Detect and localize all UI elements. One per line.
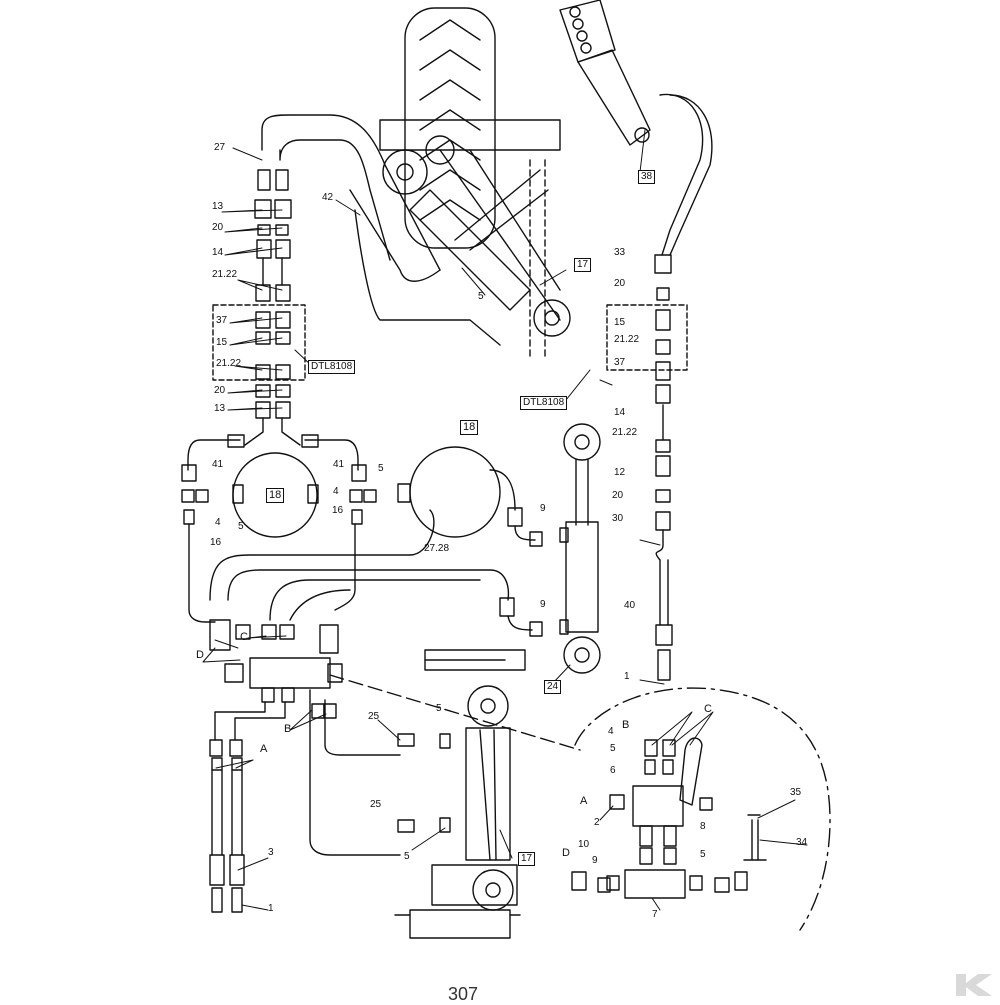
label-41-left: 41 bbox=[212, 459, 224, 470]
label-21-22-left-b: 21.22 bbox=[216, 358, 242, 369]
tractor-tire bbox=[404, 7, 496, 249]
label-5-hose-lower: 5 bbox=[404, 851, 410, 862]
loader-frame bbox=[379, 119, 571, 361]
label-D-inset: D bbox=[562, 847, 570, 859]
label-1-left: 1 bbox=[268, 903, 274, 914]
label-20-left-bottom: 20 bbox=[214, 385, 226, 396]
label-4-inset: 4 bbox=[608, 726, 614, 737]
label-20-right-mid: 20 bbox=[612, 490, 624, 501]
label-13-top: 13 bbox=[212, 201, 224, 212]
label-34: 34 bbox=[796, 837, 808, 848]
label-37-right: 37 bbox=[614, 357, 626, 368]
label-21-22-right-a: 21.22 bbox=[614, 334, 640, 345]
label-35: 35 bbox=[790, 787, 802, 798]
label-4-right: 4 bbox=[333, 486, 339, 497]
control-valve-block bbox=[209, 619, 581, 751]
label-A-main: A bbox=[260, 743, 268, 755]
label-dtl8108-left: DTL8108 bbox=[308, 360, 356, 374]
label-17-upper: 17 bbox=[574, 258, 592, 272]
hoses-to-couplers bbox=[209, 701, 286, 913]
label-42: 42 bbox=[322, 192, 334, 203]
label-30: 30 bbox=[612, 513, 624, 524]
label-33: 33 bbox=[614, 247, 626, 258]
hoses-25 bbox=[309, 689, 451, 856]
label-D-main: D bbox=[196, 649, 204, 661]
label-9-upper: 9 bbox=[540, 503, 546, 514]
label-C-main: C bbox=[240, 631, 248, 643]
label-25-lower: 25 bbox=[370, 799, 382, 810]
cylinder-17-lower bbox=[394, 649, 526, 939]
label-14-right: 14 bbox=[614, 407, 626, 418]
label-8: 8 bbox=[700, 821, 706, 832]
inset-detail bbox=[571, 687, 831, 931]
cylinder-38 bbox=[559, 0, 651, 146]
label-18-center-motor: 18 bbox=[460, 420, 479, 435]
label-9-lower: 9 bbox=[540, 599, 546, 610]
label-21-22-left-a: 21.22 bbox=[212, 269, 238, 280]
label-16-left: 16 bbox=[210, 537, 222, 548]
label-5-inset-upper: 5 bbox=[610, 743, 616, 754]
motor-hose-loops bbox=[181, 434, 377, 623]
label-4-left: 4 bbox=[215, 517, 221, 528]
label-37-left: 37 bbox=[216, 315, 228, 326]
label-5-left: 5 bbox=[238, 521, 244, 532]
dtl-box-right bbox=[606, 304, 688, 371]
label-14-left: 14 bbox=[212, 247, 224, 258]
label-B-inset: B bbox=[622, 719, 630, 731]
label-1-right: 1 bbox=[624, 671, 630, 682]
label-40: 40 bbox=[624, 600, 636, 611]
label-25-upper: 25 bbox=[368, 711, 380, 722]
right-hose-line bbox=[654, 93, 713, 681]
label-15-right: 15 bbox=[614, 317, 626, 328]
label-12: 12 bbox=[614, 467, 626, 478]
label-dtl8108-right: DTL8108 bbox=[520, 396, 568, 410]
label-15-left: 15 bbox=[216, 337, 228, 348]
motor-18-center bbox=[397, 446, 543, 547]
label-5-inset-lower: 5 bbox=[700, 849, 706, 860]
label-18-left-motor: 18 bbox=[266, 488, 285, 503]
label-16-right: 16 bbox=[332, 505, 344, 516]
label-17-lower: 17 bbox=[518, 852, 536, 866]
label-5-center: 5 bbox=[378, 463, 384, 474]
cylinder-24 bbox=[559, 423, 601, 674]
label-3: 3 bbox=[268, 847, 274, 858]
label-13-bottom: 13 bbox=[214, 403, 226, 414]
label-A-inset: A bbox=[580, 795, 588, 807]
label-10: 10 bbox=[578, 839, 590, 850]
page-number: 307 bbox=[448, 984, 479, 1004]
label-41-right: 41 bbox=[333, 459, 345, 470]
label-24: 24 bbox=[544, 680, 562, 694]
label-20-left-top: 20 bbox=[212, 222, 224, 233]
hoses-27-28 bbox=[209, 509, 543, 637]
label-27-28: 27.28 bbox=[424, 543, 450, 554]
label-B-main: B bbox=[284, 723, 292, 735]
label-9-inset: 9 bbox=[592, 855, 598, 866]
label-20-right-top: 20 bbox=[614, 278, 626, 289]
label-6: 6 bbox=[610, 765, 616, 776]
label-27: 27 bbox=[214, 142, 226, 153]
label-C-inset: C bbox=[704, 703, 712, 715]
label-5-upper: 5 bbox=[478, 291, 484, 302]
dtl-box-left bbox=[212, 304, 306, 381]
label-21-22-right-b: 21.22 bbox=[612, 427, 638, 438]
cylinder-17-upper bbox=[409, 169, 549, 311]
label-7: 7 bbox=[652, 909, 658, 920]
left-fitting-stack bbox=[244, 114, 501, 446]
leader-lines bbox=[202, 129, 808, 911]
label-2: 2 bbox=[594, 817, 600, 828]
label-38: 38 bbox=[638, 170, 656, 184]
label-5-hose-upper: 5 bbox=[436, 703, 442, 714]
brand-logo-mark bbox=[956, 974, 992, 996]
